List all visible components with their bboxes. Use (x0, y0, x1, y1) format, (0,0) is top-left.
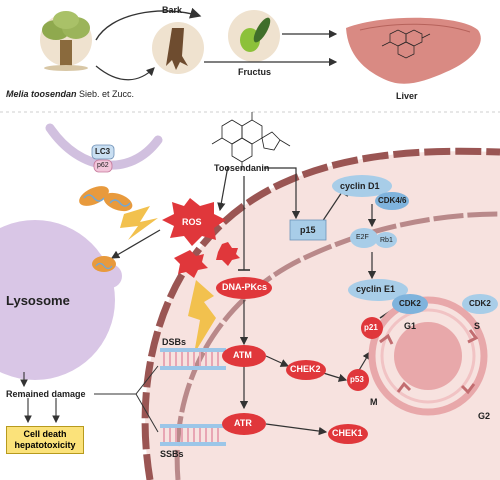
rb1-label: Rb1 (380, 237, 393, 244)
ros-label: ROS (182, 217, 202, 227)
bark-label: Bark (162, 5, 183, 15)
p53-label: p53 (350, 375, 364, 384)
lc3-label: LC3 (95, 147, 111, 156)
cyclin-e1-label: cyclin E1 (356, 284, 396, 294)
ssbs-label: SSBs (160, 449, 184, 459)
liver-icon (346, 17, 481, 84)
ros-burst (162, 198, 240, 278)
node-p15 (289, 219, 327, 241)
nucleus-membrane (174, 211, 500, 480)
ssb-dna-icon (160, 424, 226, 446)
atm-label: ATM (233, 350, 252, 360)
chek2-label: CHEK2 (290, 364, 321, 374)
liver-label: Liver (396, 91, 418, 101)
inhibit-p15-cyclind1 (321, 191, 343, 223)
fructus-icon (228, 10, 280, 62)
node-cyclin-e1 (348, 279, 408, 301)
node-cyclin-d1 (332, 175, 392, 197)
phase-g2-label: G2 (478, 411, 491, 421)
node-p21 (361, 317, 383, 339)
lysosome (0, 220, 122, 380)
e2f-label: E2F (356, 234, 369, 241)
node-atm (222, 345, 266, 367)
mitochondria-icon (79, 186, 133, 212)
lightning-icon-dna (188, 280, 216, 354)
arrow-ros-to-lysosome (110, 229, 161, 259)
arrow-toosendanin-to-ros (217, 165, 229, 212)
arrow-tree-to-fructus (95, 7, 202, 41)
lightning-icon-ros (120, 206, 158, 240)
phase-m-label: M (370, 397, 378, 407)
arrow-atr-to-chek1 (265, 423, 328, 436)
lysosome-label: Lysosome (6, 293, 70, 308)
arrow-p53-to-p21 (357, 350, 371, 373)
dna-pkcs-label: DNA-PKcs (222, 282, 268, 292)
species-label: Melia toosendan Sieb. et Zucc. (6, 89, 135, 99)
arrow-tree-to-bark (95, 65, 155, 81)
node-chek2 (286, 360, 326, 380)
arrow-toosendanin-to-p15 (264, 167, 301, 220)
node-cdk46 (375, 192, 409, 210)
p62-label: p62 (97, 162, 109, 169)
node-rb1 (375, 232, 397, 248)
chek1-label: CHEK1 (332, 428, 363, 438)
dsb-dna-icon (160, 348, 226, 370)
p15-label: p15 (300, 225, 316, 235)
node-cdk2-b (462, 294, 498, 314)
cdk2-label-a: CDK2 (399, 299, 421, 308)
cdk46-label: CDK4/6 (378, 196, 407, 205)
arrow-atm-to-chek2 (265, 355, 290, 367)
cdk2-label-b: CDK2 (469, 299, 491, 308)
node-e2f (350, 228, 378, 248)
dsbs-label: DSBs (162, 337, 187, 347)
tree-icon (40, 11, 92, 71)
cell-cycle-ring (368, 296, 488, 416)
connector-ssb-to-damage (135, 393, 159, 433)
cyclin-d1-label: cyclin D1 (340, 181, 380, 191)
atr-label: ATR (234, 418, 252, 428)
outcome-box: Cell death hepatotoxicity (6, 426, 84, 454)
phase-s-label: S (474, 321, 481, 331)
toosendanin-label: Toosendanin (214, 163, 270, 173)
bark-icon (152, 22, 204, 74)
node-chek1 (328, 424, 368, 444)
phase-g1-label: G1 (404, 321, 417, 331)
node-dna-pkcs (216, 277, 272, 299)
p21-label: p21 (364, 323, 378, 332)
remained-damage-label: Remained damage (6, 389, 86, 399)
node-p53 (347, 369, 369, 391)
lc3-p62-complex (91, 144, 115, 173)
toosendanin-molecule (211, 112, 291, 170)
node-atr (222, 413, 266, 435)
fructus-label: Fructus (238, 67, 272, 77)
node-cdk2-a (392, 294, 428, 314)
